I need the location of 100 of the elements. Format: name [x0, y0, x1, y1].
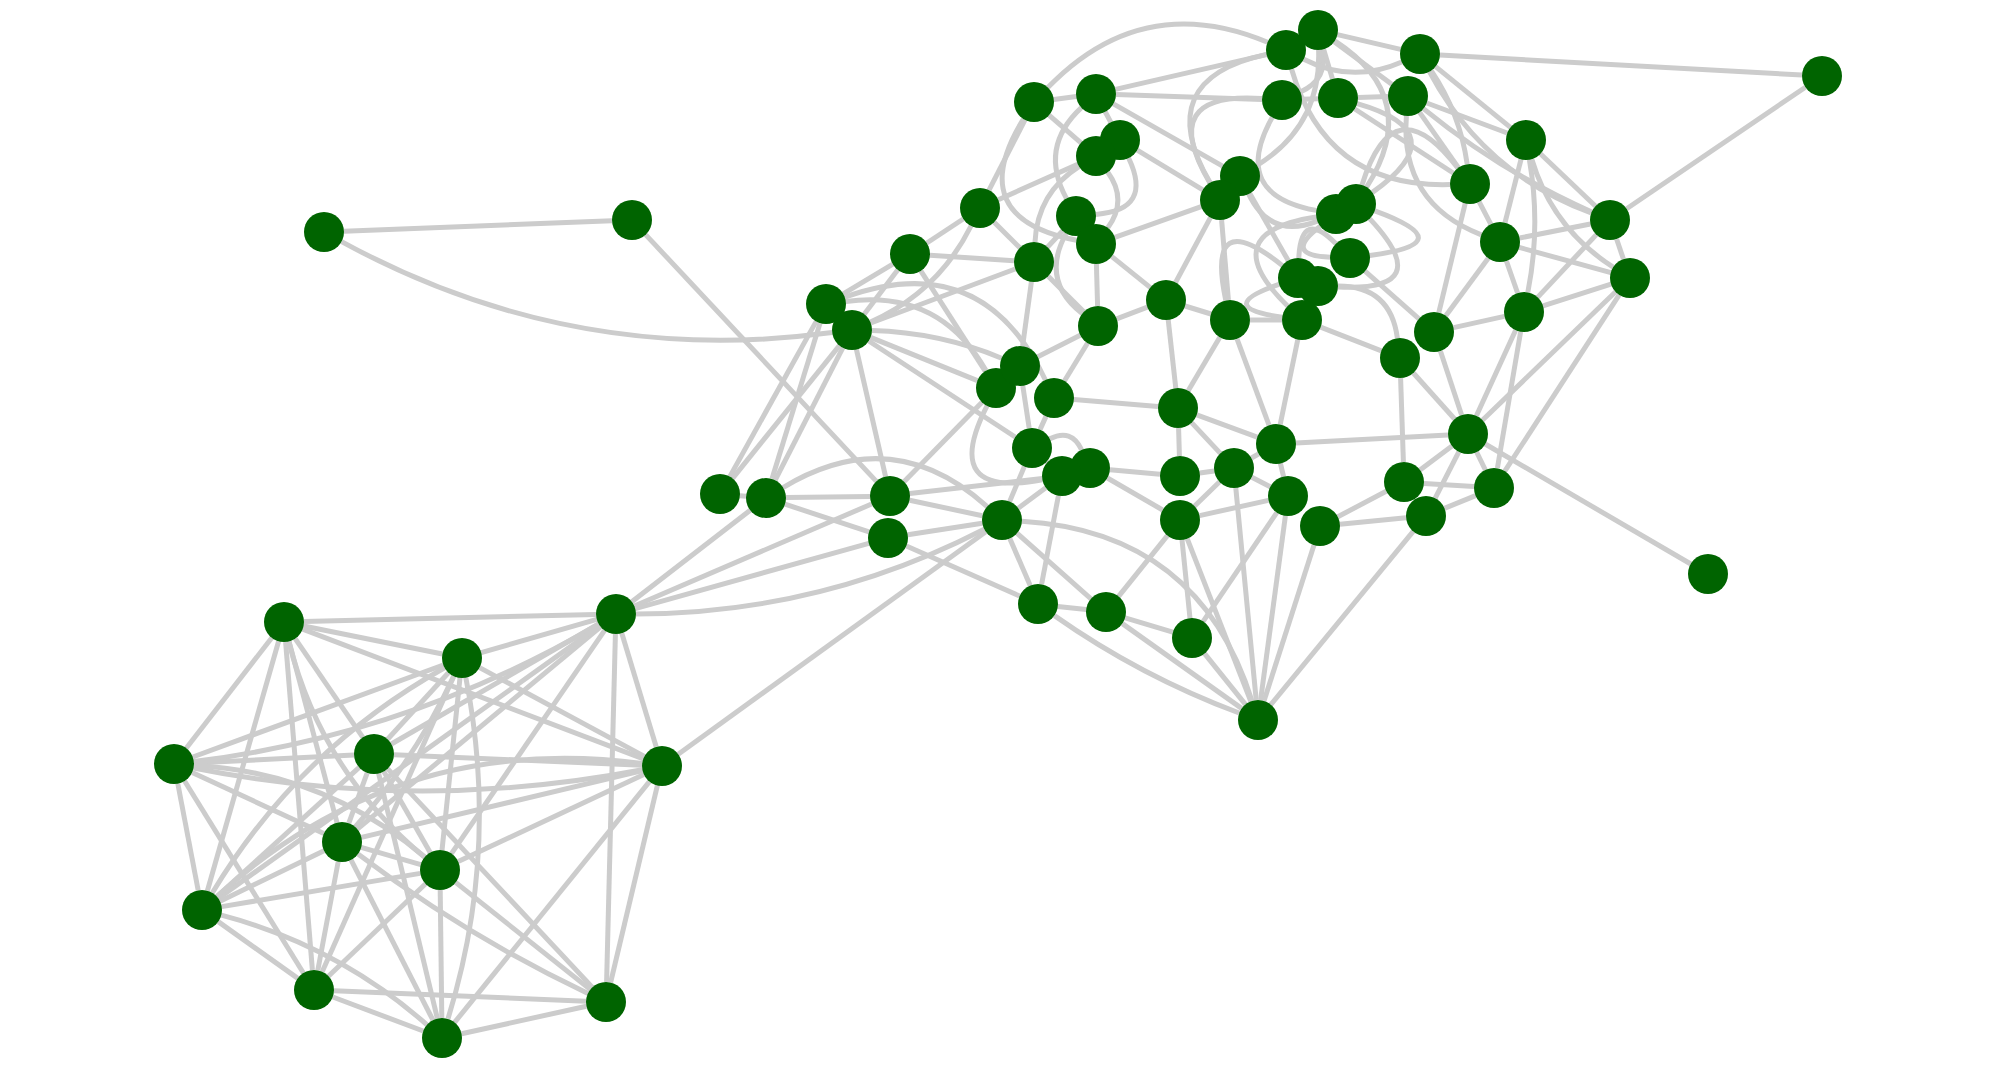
network-edge	[1277, 339, 1301, 425]
network-edge	[205, 640, 281, 892]
network-edge	[1189, 95, 1263, 184]
network-node	[154, 744, 194, 784]
network-edge	[727, 320, 819, 478]
network-edge	[986, 118, 1028, 192]
network-edge	[772, 346, 846, 482]
network-edge	[1219, 239, 1284, 301]
network-edge	[1353, 106, 1455, 176]
network-edge	[385, 671, 451, 741]
network-edge	[1403, 115, 1483, 238]
network-node	[1042, 456, 1082, 496]
network-node	[294, 970, 334, 1010]
network-node	[890, 234, 930, 274]
network-node	[1688, 554, 1728, 594]
network-edge	[1186, 335, 1222, 393]
network-edge	[293, 637, 365, 739]
network-edge	[449, 629, 607, 855]
network-edge	[1439, 52, 1803, 78]
network-edge	[1105, 170, 1121, 230]
network-edge	[393, 752, 643, 768]
network-edge	[853, 348, 889, 478]
network-node	[1610, 258, 1650, 298]
network-edge	[376, 772, 440, 1020]
network-edge	[1007, 537, 1033, 587]
network-edge	[1047, 113, 1083, 145]
network-edge	[1037, 415, 1049, 431]
network-edge	[1518, 245, 1612, 275]
network-edge	[1302, 56, 1403, 75]
network-node	[1450, 164, 1490, 204]
network-edge	[1625, 85, 1807, 211]
network-edge	[909, 497, 983, 519]
network-edge	[1020, 281, 1034, 347]
network-node	[1160, 456, 1200, 496]
network-node	[1078, 306, 1118, 346]
network-edge	[1255, 50, 1322, 168]
network-node	[422, 1018, 462, 1058]
network-edge	[1120, 621, 1244, 711]
network-edge	[1339, 515, 1407, 527]
network-edge	[862, 268, 900, 316]
network-edge	[907, 520, 983, 538]
network-edge	[918, 269, 988, 373]
network-node	[264, 602, 304, 642]
network-node	[870, 476, 910, 516]
network-edge	[1425, 100, 1509, 136]
network-node	[700, 474, 740, 514]
network-edge	[343, 218, 613, 234]
network-edge	[1046, 21, 1269, 90]
network-edge	[1173, 216, 1213, 284]
network-edge	[381, 770, 433, 854]
network-edge	[1113, 204, 1203, 240]
network-edge	[1109, 467, 1161, 477]
network-edge	[1295, 432, 1449, 446]
network-edge	[1103, 110, 1113, 124]
network-edge	[1504, 260, 1520, 294]
network-edge	[1046, 274, 1086, 314]
network-node	[1282, 300, 1322, 340]
network-edge	[867, 338, 1017, 440]
network-edge	[1535, 232, 1599, 300]
network-edge	[1357, 94, 1389, 100]
network-edge	[925, 216, 965, 246]
network-edge	[1114, 52, 1268, 92]
network-node	[1214, 448, 1254, 488]
network-node	[1034, 378, 1074, 418]
network-node	[1506, 120, 1546, 160]
network-edge	[1261, 544, 1317, 702]
network-edge	[1176, 427, 1182, 457]
network-edge	[1418, 444, 1454, 472]
network-edge	[1053, 105, 1084, 200]
network-node	[982, 500, 1022, 540]
network-edge	[1007, 465, 1027, 503]
network-edge	[1258, 515, 1288, 701]
network-edge	[902, 400, 984, 484]
network-edge	[1115, 304, 1149, 322]
network-edge	[356, 852, 590, 996]
network-edge	[360, 845, 422, 867]
network-node	[322, 822, 362, 862]
network-edge	[1195, 412, 1259, 440]
network-node	[1300, 506, 1340, 546]
network-edge	[997, 161, 1079, 203]
network-edge	[193, 752, 355, 766]
network-node	[806, 284, 846, 324]
network-edge	[1336, 489, 1388, 519]
network-edge	[739, 493, 747, 499]
network-edge	[1053, 94, 1077, 102]
network-edge	[1277, 462, 1287, 478]
network-node	[1238, 700, 1278, 740]
network-edge	[1502, 293, 1622, 473]
network-edge	[1289, 68, 1451, 188]
network-edge	[1015, 531, 1093, 601]
network-edge	[905, 543, 1021, 599]
network-edge	[1032, 164, 1081, 243]
network-node	[1018, 584, 1058, 624]
network-node	[1076, 136, 1116, 176]
network-edge	[215, 755, 643, 899]
network-edge	[385, 766, 595, 990]
network-edge	[193, 762, 427, 859]
network-edge	[1234, 337, 1272, 427]
network-edge	[1429, 69, 1470, 165]
network-edge	[1538, 152, 1598, 208]
